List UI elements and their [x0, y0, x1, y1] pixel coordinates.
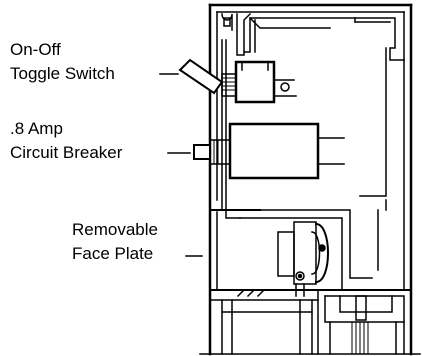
toggle-switch — [180, 60, 296, 102]
base-rails — [210, 290, 411, 354]
enclosure-outline — [210, 5, 411, 354]
top-hook-detail — [222, 14, 250, 55]
inner-bracket — [244, 18, 404, 196]
breaker-label-line1: .8 Amp — [10, 119, 63, 138]
callout-leaders — [160, 74, 202, 256]
breaker-label-line2: Circuit Breaker — [10, 143, 123, 162]
face-plate — [210, 40, 260, 290]
circuit-breaker — [194, 124, 344, 178]
faceplate-label-line1: Removable — [72, 220, 158, 239]
toggle-label-line1: On-Off — [10, 40, 61, 59]
faceplate-label-line2: Face Plate — [72, 244, 154, 263]
lower-mechanism — [240, 200, 386, 296]
toggle-label-line2: Toggle Switch — [10, 64, 115, 83]
